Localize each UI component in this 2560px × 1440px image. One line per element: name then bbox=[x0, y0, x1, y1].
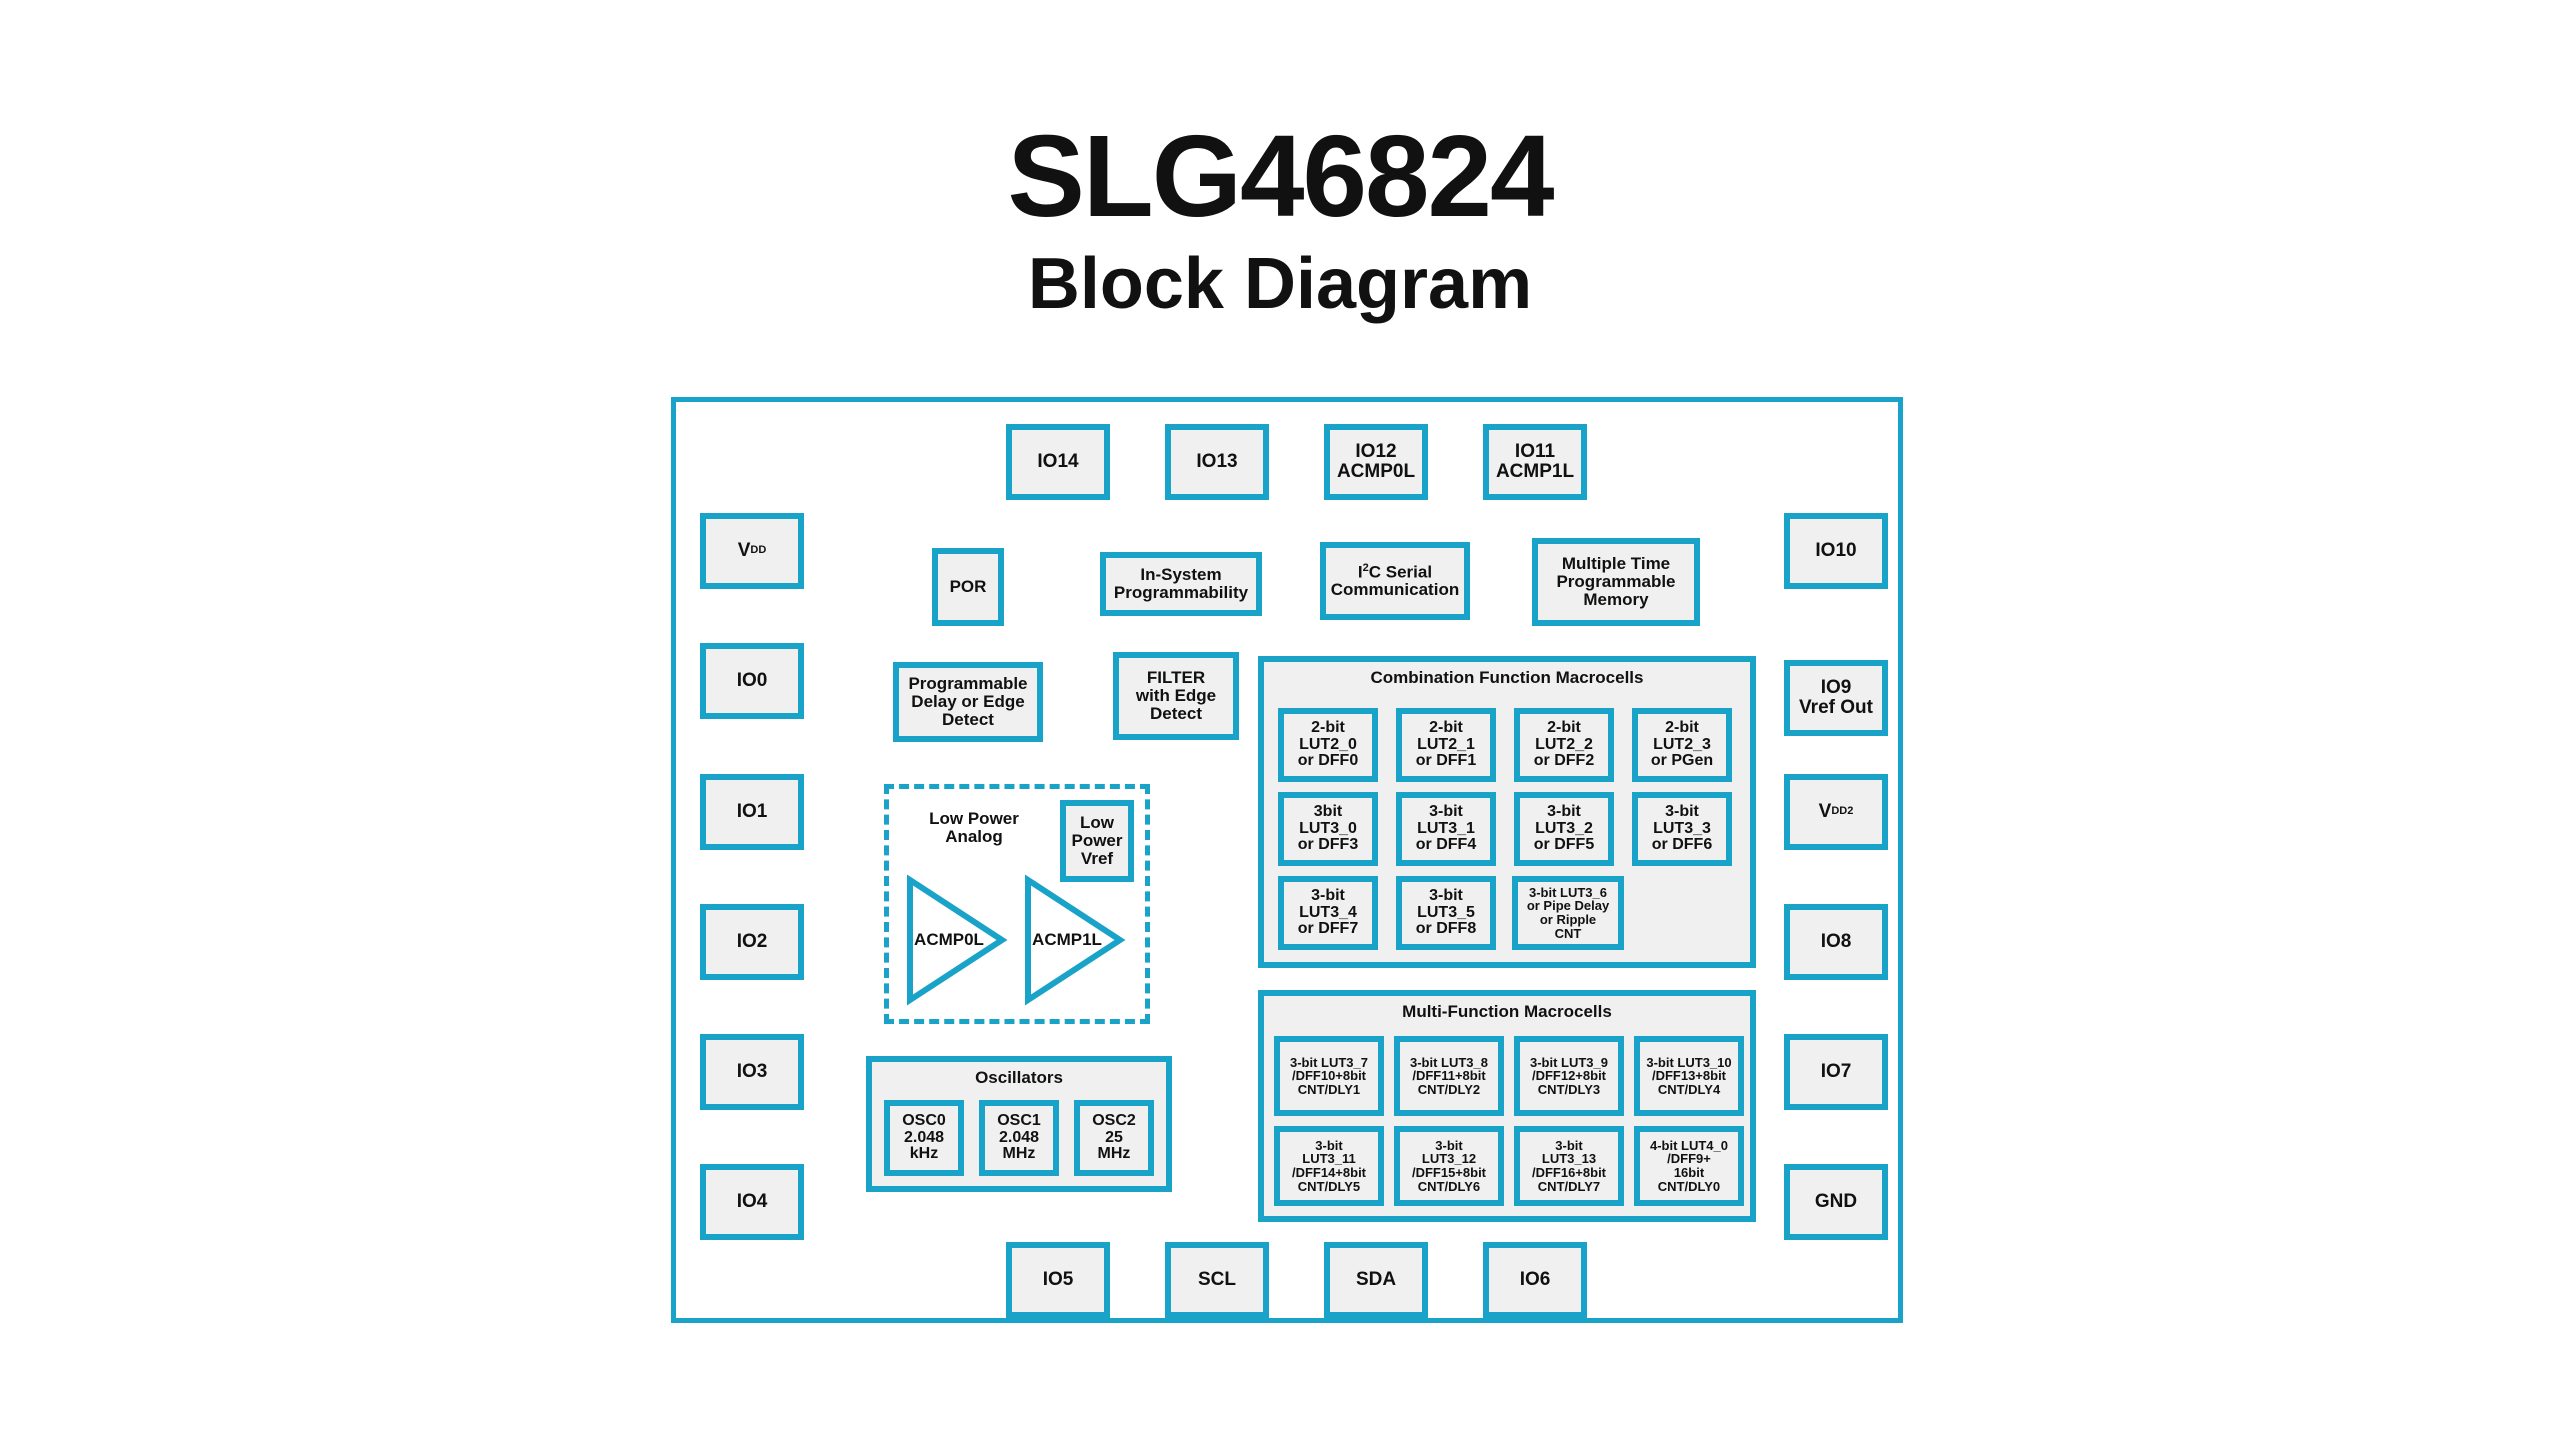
vdd-subscript: DD bbox=[750, 544, 767, 557]
pin-io12: IO12 ACMP0L bbox=[1324, 424, 1428, 500]
low-power-analog-title: Low Power Analog bbox=[929, 809, 1019, 846]
macrocell-lut2-2: 2-bit LUT2_2 or DFF2 bbox=[1514, 708, 1614, 782]
macrocell-lut3-9: 3-bit LUT3_9 /DFF12+8bit CNT/DLY3 bbox=[1514, 1036, 1624, 1116]
macrocell-lut3-12: 3-bit LUT3_12 /DFF15+8bit CNT/DLY6 bbox=[1394, 1126, 1504, 1206]
macrocell-lut3-10: 3-bit LUT3_10 /DFF13+8bit CNT/DLY4 bbox=[1634, 1036, 1744, 1116]
page-title: SLG46824 bbox=[1007, 111, 1554, 241]
vdd2-subscript: DD2 bbox=[1831, 805, 1854, 818]
i2c-superscript: 2 bbox=[1362, 561, 1369, 574]
macrocell-lut3-1: 3-bit LUT3_1 or DFF4 bbox=[1396, 792, 1496, 866]
pin-io7: IO7 bbox=[1784, 1034, 1888, 1110]
i2c-block: I2C Serial Communication bbox=[1320, 542, 1470, 620]
pin-scl: SCL bbox=[1165, 1242, 1269, 1318]
macrocell-lut3-2: 3-bit LUT3_2 or DFF5 bbox=[1514, 792, 1614, 866]
filter-block: FILTER with Edge Detect bbox=[1113, 652, 1239, 740]
por-block: POR bbox=[932, 548, 1004, 626]
pin-io14: IO14 bbox=[1006, 424, 1110, 500]
osc1-block: OSC1 2.048 MHz bbox=[979, 1100, 1059, 1176]
macrocell-lut3-8: 3-bit LUT3_8 /DFF11+8bit CNT/DLY2 bbox=[1394, 1036, 1504, 1116]
page-subtitle: Block Diagram bbox=[1027, 244, 1533, 324]
macrocell-lut3-0: 3bit LUT3_0 or DFF3 bbox=[1278, 792, 1378, 866]
osc2-block: OSC2 25 MHz bbox=[1074, 1100, 1154, 1176]
pin-io1: IO1 bbox=[700, 774, 804, 850]
low-power-vref-block: Low Power Vref bbox=[1060, 800, 1134, 882]
pin-io8: IO8 bbox=[1784, 904, 1888, 980]
programmable-delay-block: Programmable Delay or Edge Detect bbox=[893, 662, 1043, 742]
pin-sda: SDA bbox=[1324, 1242, 1428, 1318]
macrocell-lut2-3: 2-bit LUT2_3 or PGen bbox=[1632, 708, 1732, 782]
macrocell-lut3-5: 3-bit LUT3_5 or DFF8 bbox=[1396, 876, 1496, 950]
macrocell-lut3-7: 3-bit LUT3_7 /DFF10+8bit CNT/DLY1 bbox=[1274, 1036, 1384, 1116]
vdd-label: V bbox=[737, 540, 751, 562]
pin-io11: IO11 ACMP1L bbox=[1483, 424, 1587, 500]
acmp0l-label: ACMP0L bbox=[914, 930, 984, 949]
acmp1l-label: ACMP1L bbox=[1032, 930, 1102, 949]
i2c-label: I2C Serial Communication bbox=[1330, 561, 1460, 600]
macrocell-lut2-1: 2-bit LUT2_1 or DFF1 bbox=[1396, 708, 1496, 782]
pin-io0: IO0 bbox=[700, 643, 804, 719]
osc0-block: OSC0 2.048 kHz bbox=[884, 1100, 964, 1176]
macrocell-lut2-0: 2-bit LUT2_0 or DFF0 bbox=[1278, 708, 1378, 782]
isp-block: In-System Programmability bbox=[1100, 552, 1262, 616]
combination-macrocells-title: Combination Function Macrocells bbox=[1370, 668, 1644, 687]
macrocell-lut3-13: 3-bit LUT3_13 /DFF16+8bit CNT/DLY7 bbox=[1514, 1126, 1624, 1206]
macrocell-lut3-3: 3-bit LUT3_3 or DFF6 bbox=[1632, 792, 1732, 866]
i2c-prefix: I bbox=[1357, 562, 1363, 582]
pin-io3: IO3 bbox=[700, 1034, 804, 1110]
macrocell-lut4-0: 4-bit LUT4_0 /DFF9+ 16bit CNT/DLY0 bbox=[1634, 1126, 1744, 1206]
pin-io5: IO5 bbox=[1006, 1242, 1110, 1318]
pin-gnd: GND bbox=[1784, 1164, 1888, 1240]
pin-io9: IO9 Vref Out bbox=[1784, 660, 1888, 736]
macrocell-lut3-6: 3-bit LUT3_6 or Pipe Delay or Ripple CNT bbox=[1512, 876, 1624, 950]
pin-io6: IO6 bbox=[1483, 1242, 1587, 1318]
multifunction-macrocells-title: Multi-Function Macrocells bbox=[1402, 1002, 1612, 1021]
oscillators-title: Oscillators bbox=[975, 1068, 1063, 1087]
macrocell-lut3-4: 3-bit LUT3_4 or DFF7 bbox=[1278, 876, 1378, 950]
pin-io4: IO4 bbox=[700, 1164, 804, 1240]
pin-io2: IO2 bbox=[700, 904, 804, 980]
vdd2-label: V bbox=[1818, 801, 1832, 823]
mtp-block: Multiple Time Programmable Memory bbox=[1532, 538, 1700, 626]
macrocell-lut3-11: 3-bit LUT3_11 /DFF14+8bit CNT/DLY5 bbox=[1274, 1126, 1384, 1206]
i2c-suffix: C Serial Communication bbox=[1330, 562, 1460, 600]
pin-io10: IO10 bbox=[1784, 513, 1888, 589]
pin-io13: IO13 bbox=[1165, 424, 1269, 500]
